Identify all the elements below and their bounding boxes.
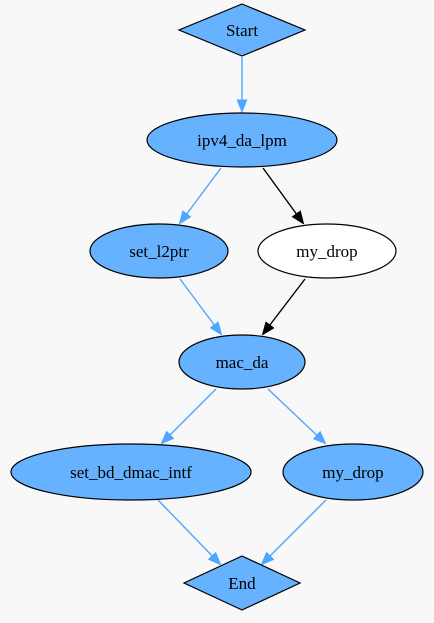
node-label: set_bd_dmac_intf [70,463,192,482]
ellipse-shape [10,443,252,501]
node-my-drop-1[interactable]: my_drop [257,223,397,279]
node-label: Start [226,21,258,40]
node-label: my_drop [322,463,383,482]
node-end[interactable]: End [182,555,302,611]
edge-my-drop-2-to-end [262,499,327,564]
node-ipv4[interactable]: ipv4_da_lpm [146,112,338,168]
ellipse-shape [89,223,229,279]
ellipse-shape [257,223,397,279]
ellipse-shape [146,112,338,168]
ellipse-shape [178,334,306,390]
node-set-l2ptr[interactable]: set_l2ptr [89,223,229,279]
node-my-drop-2[interactable]: my_drop [282,443,424,501]
diamond-shape [177,3,307,57]
edge-ipv4-to-my-drop-1 [262,167,303,223]
edge-ipv4-to-set-l2ptr [180,167,222,223]
node-start[interactable]: Start [177,3,307,57]
node-label: mac_da [216,353,269,372]
edge-set-l2ptr-to-mac-da [179,278,221,334]
nodes-layer: Start ipv4_da_lpm set_l2ptr my_drop mac_dase… [10,3,424,611]
node-mac-da[interactable]: mac_da [178,334,306,390]
node-label: ipv4_da_lpm [197,131,287,150]
edge-mac-da-to-set-bd [162,388,217,443]
edge-set-bd-to-end [157,499,220,564]
diamond-shape [182,555,302,611]
edge-my-drop-1-to-mac-da [263,278,306,334]
node-label: my_drop [296,242,357,261]
edge-mac-da-to-my-drop-2 [267,388,325,443]
node-set-bd[interactable]: set_bd_dmac_intf [10,443,252,501]
node-label: End [228,574,256,593]
ellipse-shape [282,443,424,501]
edges-layer [157,57,327,564]
node-label: set_l2ptr [129,242,189,261]
